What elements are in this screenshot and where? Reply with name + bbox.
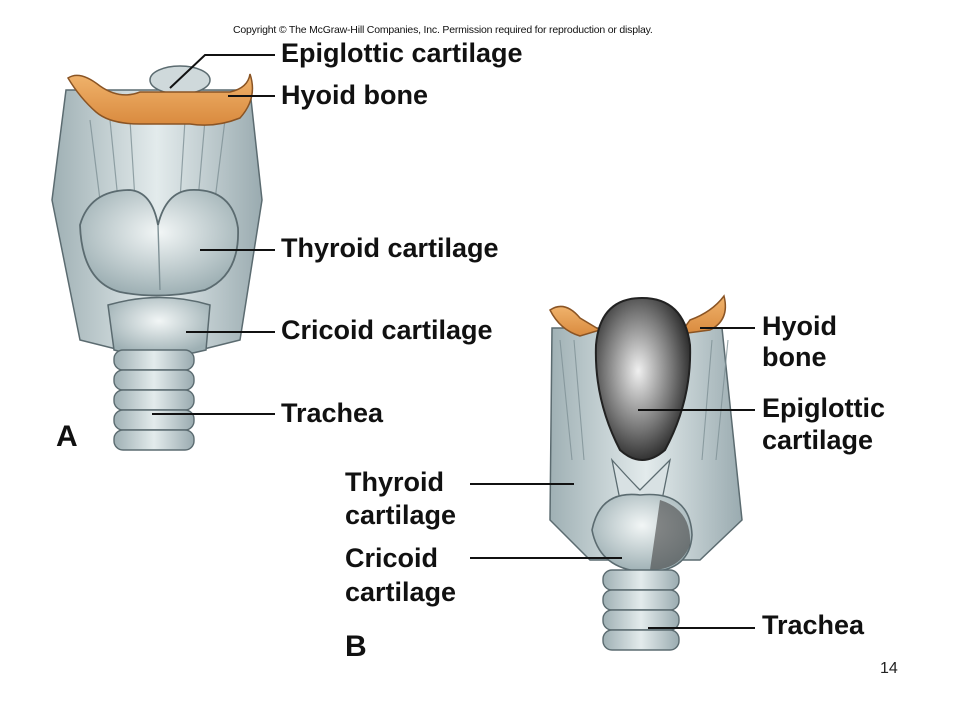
label-epiglottic-cartilage-a: Epiglottic cartilage [281,38,523,68]
label-trachea-a: Trachea [281,398,384,428]
larynx-posterior-view [470,294,755,651]
larynx-anterior-view [51,54,275,451]
label-hyoid-b-line1: Hyoid [762,311,838,341]
label-cricoid-cartilage-a: Cricoid cartilage [281,315,493,345]
page-number: 14 [880,660,898,677]
leader-epiglottic-a [169,54,275,89]
label-cricoid-b-line1: Cricoid [345,543,439,573]
trachea-a [113,349,195,451]
label-trachea-b: Trachea [762,610,865,640]
trachea-b [602,569,680,651]
label-cricoid-b-line2: cartilage [345,577,457,607]
cricoid-cartilage-a [107,296,211,357]
panel-letter-a: A [56,420,78,453]
copyright-notice: Copyright © The McGraw-Hill Companies, I… [233,24,653,36]
label-thyroid-cartilage-a: Thyroid cartilage [281,233,499,263]
label-thyroid-b-line1: Thyroid [345,467,444,497]
label-epiglottic-b-line1: Epiglottic [762,393,885,423]
label-hyoid-bone-a: Hyoid bone [281,80,428,110]
epiglottis-tip [149,65,211,95]
epiglottis-b [594,296,692,461]
label-thyroid-b-line2: cartilage [345,500,457,530]
label-hyoid-b-line2: bone [762,342,827,372]
panel-letter-b: B [345,630,367,663]
label-epiglottic-b-line2: cartilage [762,425,874,455]
